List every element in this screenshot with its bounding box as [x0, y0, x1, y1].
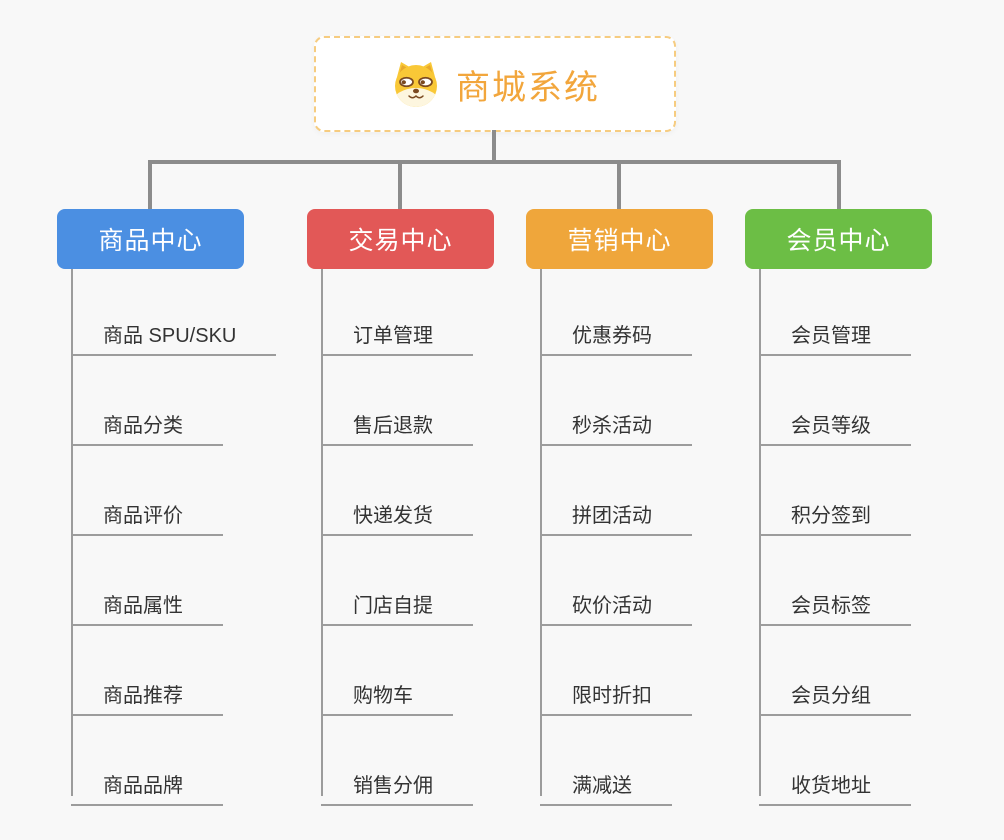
- tree-item[interactable]: 秒杀活动: [540, 356, 692, 446]
- branch-drop-connector: [837, 160, 841, 210]
- tree-item[interactable]: 优惠券码: [540, 269, 692, 356]
- tree-item[interactable]: 销售分佣: [321, 716, 473, 806]
- tree-item[interactable]: 限时折扣: [540, 626, 692, 716]
- tree-item-label: 会员分组: [791, 685, 871, 707]
- branch-members: 会员中心 会员管理 会员等级 积分签到 会员标签 会员分组 收货地址: [745, 209, 932, 806]
- tree-item[interactable]: 商品 SPU/SKU: [71, 269, 277, 356]
- tree-item[interactable]: 商品分类: [71, 356, 223, 446]
- tree-item-label: 商品 SPU/SKU: [103, 325, 237, 347]
- branch-tree-line: [540, 269, 542, 796]
- branch-header-members[interactable]: 会员中心: [745, 209, 932, 269]
- branch-header-products[interactable]: 商品中心: [57, 209, 244, 269]
- tree-item[interactable]: 会员标签: [759, 536, 911, 626]
- branch-drop-connector: [398, 160, 402, 210]
- branch-drop-connector: [617, 160, 621, 210]
- horizontal-rail-connector: [148, 160, 841, 164]
- tree-item-label: 拼团活动: [572, 505, 652, 527]
- tree-item[interactable]: 商品品牌: [71, 716, 223, 806]
- tree-item-label: 商品分类: [103, 415, 183, 437]
- branch-header-trade[interactable]: 交易中心: [307, 209, 494, 269]
- tree-item-label: 订单管理: [353, 325, 433, 347]
- tree-item-label: 商品品牌: [103, 775, 183, 797]
- tree-item[interactable]: 收货地址: [759, 716, 911, 806]
- dog-face-icon: [395, 62, 437, 107]
- root-node[interactable]: 商城系统: [314, 36, 676, 132]
- root-title: 商城系统: [456, 68, 600, 107]
- tree-item-label: 商品推荐: [103, 685, 183, 707]
- branch-header-marketing[interactable]: 营销中心: [526, 209, 713, 269]
- tree-item-label: 门店自提: [353, 595, 433, 617]
- tree-item[interactable]: 商品属性: [71, 536, 223, 626]
- tree-item-label: 会员管理: [791, 325, 871, 347]
- branch-marketing: 营销中心 优惠券码 秒杀活动 拼团活动 砍价活动 限时折扣 满减送: [526, 209, 713, 806]
- tree-item-label: 秒杀活动: [572, 415, 652, 437]
- tree-item-label: 会员标签: [791, 595, 871, 617]
- branch-tree-line: [71, 269, 73, 796]
- tree-item-label: 商品属性: [103, 595, 183, 617]
- tree-item[interactable]: 满减送: [540, 716, 672, 806]
- tree-item-label: 限时折扣: [572, 685, 652, 707]
- tree-item-label: 会员等级: [791, 415, 871, 437]
- tree-item-label: 满减送: [572, 775, 632, 797]
- tree-item[interactable]: 商品推荐: [71, 626, 223, 716]
- tree-item-label: 商品评价: [103, 505, 183, 527]
- tree-item[interactable]: 会员分组: [759, 626, 911, 716]
- tree-item-label: 购物车: [353, 685, 413, 707]
- tree-item[interactable]: 拼团活动: [540, 446, 692, 536]
- tree-item-label: 砍价活动: [572, 595, 652, 617]
- tree-item[interactable]: 订单管理: [321, 269, 473, 356]
- tree-item[interactable]: 积分签到: [759, 446, 911, 536]
- tree-item-label: 收货地址: [791, 775, 871, 797]
- tree-item[interactable]: 购物车: [321, 626, 453, 716]
- tree-item[interactable]: 砍价活动: [540, 536, 692, 626]
- tree-item[interactable]: 会员等级: [759, 356, 911, 446]
- branch-trade: 交易中心 订单管理 售后退款 快递发货 门店自提 购物车 销售分佣: [307, 209, 494, 806]
- tree-item[interactable]: 商品评价: [71, 446, 223, 536]
- tree-item-label: 销售分佣: [353, 775, 433, 797]
- branch-drop-connector: [148, 160, 152, 210]
- tree-item[interactable]: 快递发货: [321, 446, 473, 536]
- tree-item[interactable]: 售后退款: [321, 356, 473, 446]
- tree-item-label: 售后退款: [353, 415, 433, 437]
- root-stem-connector: [492, 130, 496, 162]
- branch-tree-line: [759, 269, 761, 796]
- tree-item-label: 优惠券码: [572, 325, 652, 347]
- tree-item-label: 积分签到: [791, 505, 871, 527]
- tree-item[interactable]: 门店自提: [321, 536, 473, 626]
- tree-item-label: 快递发货: [353, 505, 433, 527]
- branch-products: 商品中心 商品 SPU/SKU 商品分类 商品评价 商品属性 商品推荐 商品品牌: [57, 209, 277, 806]
- branch-tree-line: [321, 269, 323, 796]
- tree-item[interactable]: 会员管理: [759, 269, 911, 356]
